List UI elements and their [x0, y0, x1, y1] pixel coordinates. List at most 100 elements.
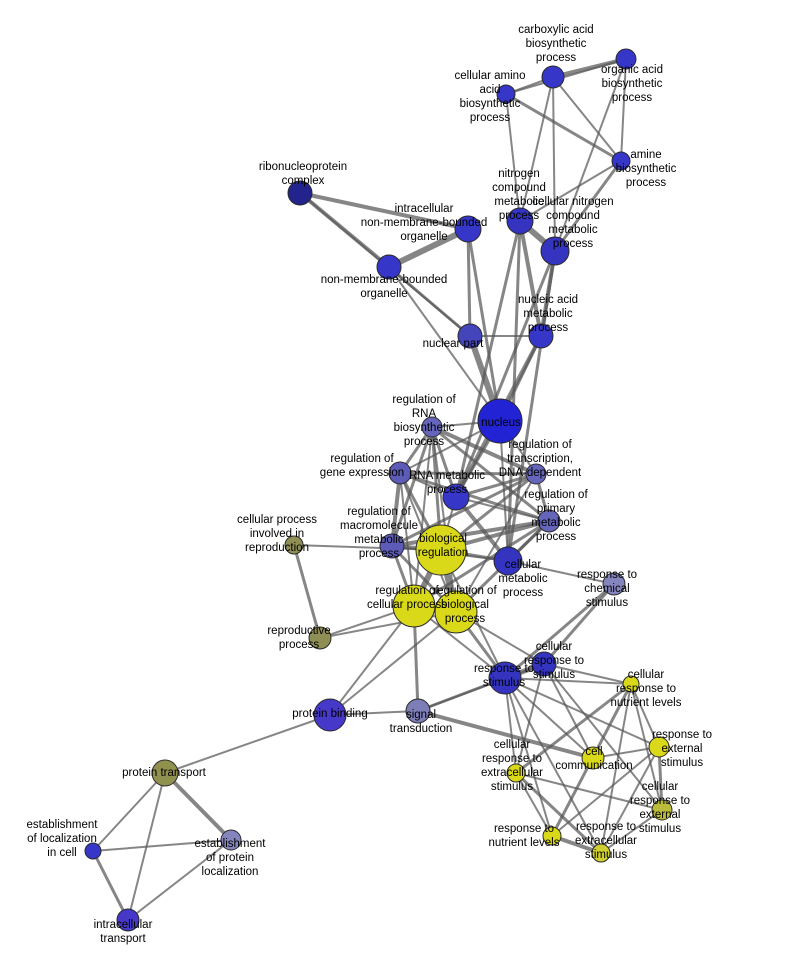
graph-edge-response_external_stimulus--response_nutrient_levels: [551, 746, 660, 837]
graph-edge-cellular_response_extracellular--response_extracellular: [514, 771, 603, 855]
graph-node-response_stimulus[interactable]: [488, 661, 522, 695]
graph-edge-response_stimulus--response_nutrient_levels: [504, 677, 553, 837]
graph-edge-response_stimulus--cell_communication: [504, 677, 594, 759]
graph-node-nmb_organelle[interactable]: [376, 254, 402, 280]
graph-edge-intracellular_nmb_organelle--nucleus: [466, 227, 502, 423]
graph-node-reproductive_process[interactable]: [308, 626, 332, 650]
graph-node-protein_transport[interactable]: [151, 759, 179, 787]
graph-node-rna_mp[interactable]: [442, 483, 470, 511]
graph-node-organic_acid_bp[interactable]: [615, 48, 637, 70]
graph-edge-response_external_stimulus--response_extracellular: [600, 746, 660, 854]
graph-edge-amine_bp--cellular_nitrogen_mp: [553, 159, 623, 253]
graph-edge-cellular_response_stimulus--cellular_response_nutrient: [543, 663, 632, 685]
graph-edge-response_extracellular--cellular_response_external: [600, 809, 663, 854]
graph-node-protein_binding[interactable]: [313, 698, 347, 732]
graph-node-ribonucleoprotein_complex[interactable]: [287, 180, 313, 206]
graph-edge-cellular_response_nutrient--response_extracellular: [600, 683, 632, 854]
graph-node-cellular_nitrogen_mp[interactable]: [540, 236, 570, 266]
graph-edge-cellular_nitrogen_mp--rna_mp: [454, 249, 557, 499]
graph-edge-cellular_response_nutrient--response_external_stimulus: [630, 683, 660, 748]
graph-edge-response_chemical_stimulus--cellular_mp: [507, 560, 615, 585]
nodes-layer: [84, 48, 673, 932]
graph-node-response_external_stimulus[interactable]: [648, 736, 670, 758]
graph-node-cellular_response_extracellular[interactable]: [506, 763, 526, 783]
graph-node-cellular_mp[interactable]: [493, 546, 523, 576]
graph-node-carboxylic_acid_bp[interactable]: [541, 65, 565, 89]
graph-edge-reg_cellular_process--protein_binding: [329, 605, 415, 716]
graph-edge-reg_rna_bp--reg_transcription_dna: [430, 425, 538, 476]
graph-edge-cellular_response_stimulus--signal_transduction: [417, 663, 545, 712]
graph-edge-cellular_response_extracellular--response_nutrient_levels: [515, 772, 553, 837]
graph-edge-organic_acid_bp--cellular_amino_acid_bp: [505, 58, 627, 95]
graph-edge-response_chemical_stimulus--cellular_response_stimulus: [542, 582, 616, 666]
graph-node-reg_biological_process[interactable]: [434, 590, 478, 634]
graph-edge-reg_rna_bp--reg_macromolecule_mp: [390, 425, 434, 548]
graph-node-biological_regulation[interactable]: [415, 524, 467, 576]
graph-node-cellular_response_external[interactable]: [651, 799, 673, 821]
graph-node-reg_rna_bp[interactable]: [421, 416, 443, 438]
graph-edge-cellular_response_nutrient--cellular_response_external: [630, 683, 663, 811]
graph-node-response_nutrient_levels[interactable]: [542, 826, 562, 846]
graph-edge-cellular_amino_acid_bp--nitrogen_compound_mp: [505, 93, 521, 222]
graph-node-cellular_response_nutrient[interactable]: [622, 675, 640, 693]
graph-edge-response_external_stimulus--cellular_response_external: [657, 745, 664, 812]
graph-edge-cellular_response_stimulus--cell_communication: [543, 663, 594, 759]
graph-node-cell_communication[interactable]: [581, 746, 605, 770]
graph-edge-reg_biological_process--reproductive_process: [319, 611, 457, 639]
graph-edge-organic_acid_bp--cellular_nitrogen_mp: [554, 58, 627, 252]
graph-node-nucleus[interactable]: [477, 398, 523, 444]
graph-edge-cellular_response_extracellular--cellular_response_external: [515, 772, 663, 811]
graph-node-reg_macromolecule_mp[interactable]: [379, 533, 405, 559]
edges-layer: [91, 57, 664, 922]
graph-node-cellular_process_reproduction[interactable]: [284, 535, 304, 555]
graph-edge-ribonucleoprotein_complex--intracellular_nmb_organelle: [298, 191, 470, 231]
graph-edge-response_stimulus--cellular_response_nutrient: [504, 677, 632, 685]
graph-node-reg_gene_expression[interactable]: [388, 461, 412, 485]
graph-edge-reg_gene_expression--reg_primary_mp: [398, 471, 551, 523]
graph-node-nitrogen_compound_mp[interactable]: [506, 207, 534, 235]
graph-edge-protein_binding--protein_transport: [164, 714, 331, 774]
graph-node-reg_primary_mp[interactable]: [537, 509, 561, 533]
graph-edge-amine_bp--nitrogen_compound_mp: [519, 160, 622, 222]
graph-node-intracellular_transport[interactable]: [116, 908, 140, 932]
graph-node-cellular_amino_acid_bp[interactable]: [496, 84, 516, 104]
graph-edge-carboxylic_acid_bp--cellular_nitrogen_mp: [552, 76, 556, 252]
graph-edge-response_chemical_stimulus--response_stimulus: [503, 582, 616, 680]
graph-node-establishment_protein_localization[interactable]: [220, 829, 242, 851]
graph-node-amine_bp[interactable]: [611, 151, 631, 171]
graph-edge-cellular_response_stimulus--cellular_response_extracellular: [515, 663, 545, 774]
graph-node-cellular_response_stimulus[interactable]: [531, 651, 557, 677]
graph-node-response_extracellular[interactable]: [591, 843, 611, 863]
graph-node-nuclear_part[interactable]: [457, 323, 483, 349]
graph-edge-nmb_organelle--nuclear_part: [387, 265, 472, 338]
graph-edge-establishment_localization_cell--establishment_protein_localization: [92, 839, 232, 852]
graph-edge-reg_biological_process--protein_binding: [329, 611, 457, 716]
graph-edge-protein_transport--establishment_localization_cell: [92, 772, 166, 852]
graph-node-signal_transduction[interactable]: [405, 698, 431, 724]
graph-edge-intracellular_nmb_organelle--nmb_organelle: [386, 226, 471, 270]
graph-node-intracellular_nmb_organelle[interactable]: [454, 215, 482, 243]
graph-edge-nmb_organelle--nucleus: [388, 266, 501, 422]
graph-edge-establishment_protein_localization--intracellular_transport: [127, 839, 232, 921]
graph-edge-nitrogen_compound_mp--rna_mp: [454, 219, 522, 499]
graph-edge-establishment_localization_cell--intracellular_transport: [91, 849, 130, 922]
graph-edge-cell_communication--signal_transduction: [416, 709, 595, 760]
graph-edge-response_stimulus--response_extracellular: [504, 677, 602, 854]
graph-edge-carboxylic_acid_bp--nitrogen_compound_mp: [519, 76, 554, 222]
graph-edge-reg_transcription_dna--reg_biological_process: [455, 473, 537, 613]
graph-edge-protein_transport--establishment_protein_localization: [163, 771, 233, 842]
graph-node-response_chemical_stimulus[interactable]: [602, 572, 626, 596]
graph-edge-carboxylic_acid_bp--amine_bp: [552, 76, 622, 162]
graph-node-reg_cellular_process[interactable]: [392, 584, 436, 628]
graph-edge-reg_transcription_dna--reg_gene_expression: [398, 471, 538, 476]
graph-edge-intracellular_nmb_organelle--nuclear_part: [466, 227, 472, 338]
graph-node-nucleic_acid_mp[interactable]: [528, 323, 554, 349]
graph-edge-cellular_response_nutrient--cellular_response_extracellular: [514, 682, 633, 775]
graph-node-reg_transcription_dna[interactable]: [525, 463, 547, 485]
graph-node-establishment_localization_cell[interactable]: [84, 842, 102, 860]
graph-edge-reg_transcription_dna--rna_mp: [454, 472, 538, 499]
